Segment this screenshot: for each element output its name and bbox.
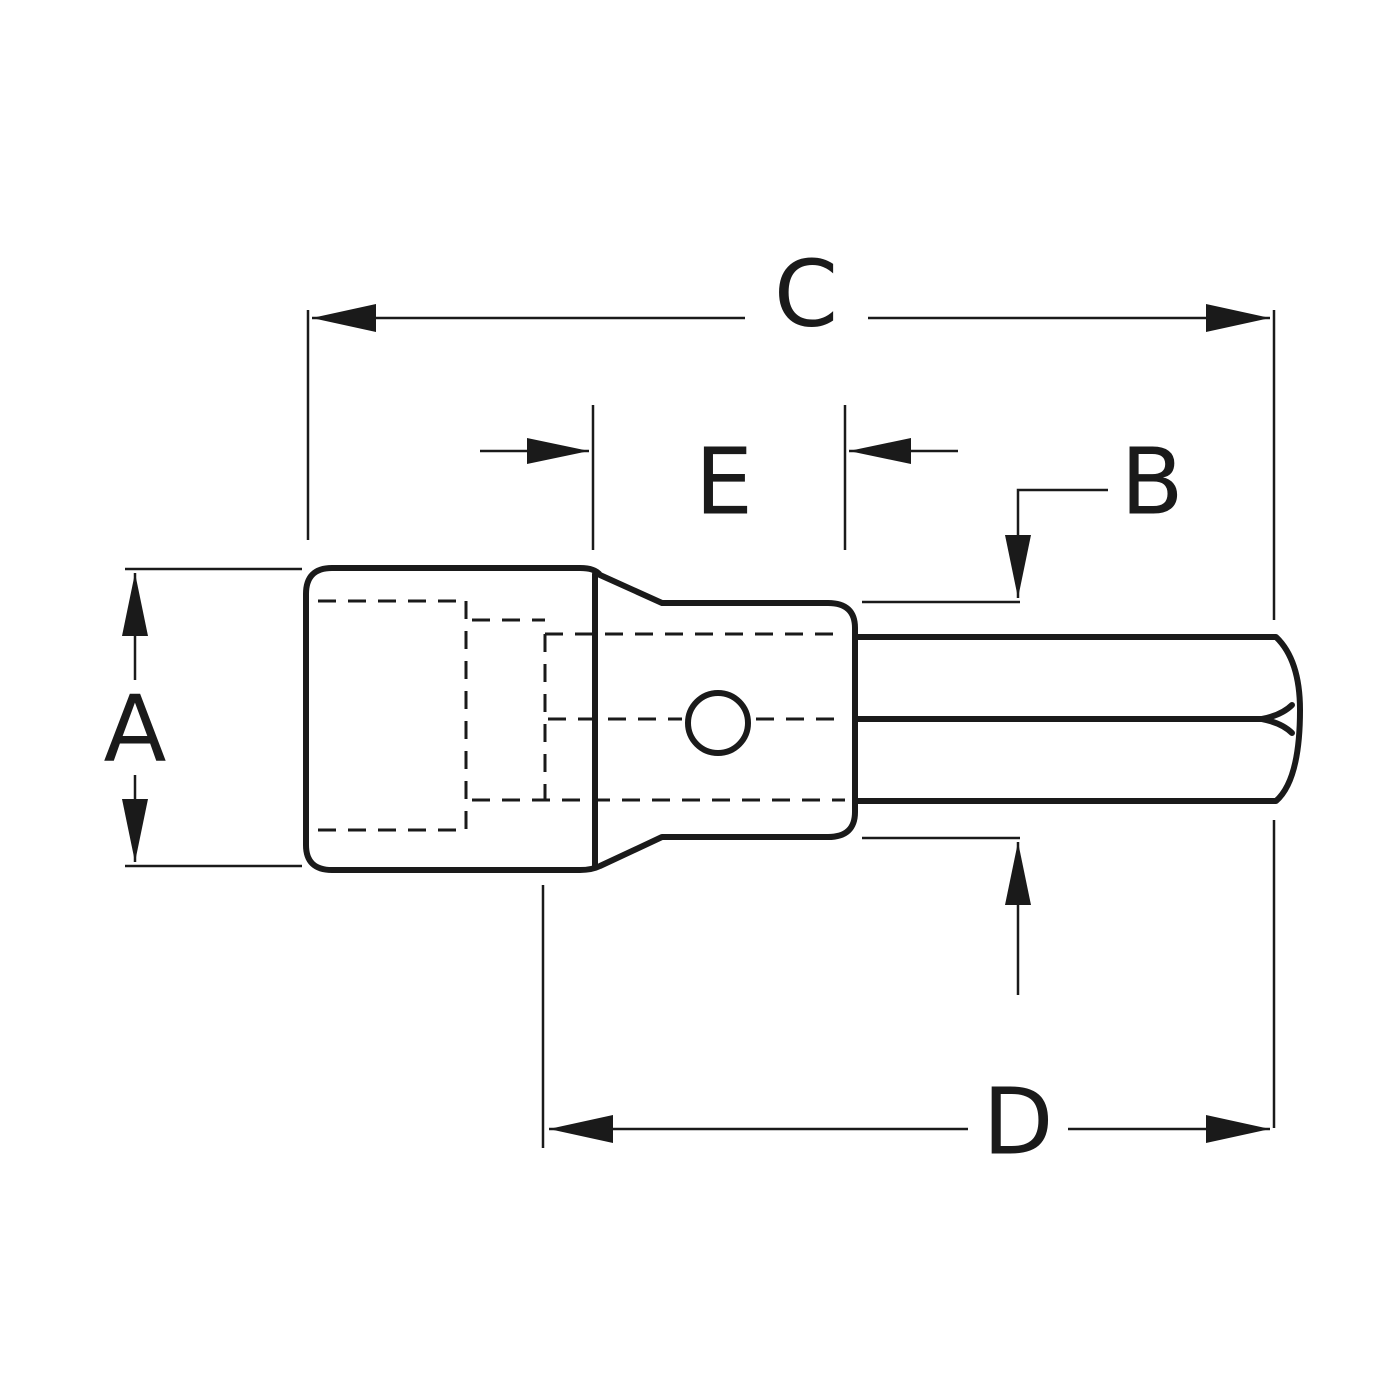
retaining-pin-hole bbox=[685, 690, 751, 756]
dim-a-arrow-bottom bbox=[122, 799, 148, 862]
dim-a-arrow-top bbox=[122, 573, 148, 636]
hidden-lines bbox=[318, 599, 845, 832]
dim-b-arrow-bottom bbox=[1005, 842, 1031, 905]
hex-bit-center-facet bbox=[855, 702, 1295, 736]
dim-b-leader-top bbox=[1016, 488, 1108, 598]
hex-bit-shaft bbox=[855, 634, 1303, 804]
dim-b-label: B bbox=[1120, 428, 1183, 535]
dim-d-arrow-left bbox=[549, 1115, 613, 1143]
dim-c-arrow-right bbox=[1206, 304, 1270, 332]
dimension-c: C bbox=[306, 240, 1276, 620]
dim-c-label: C bbox=[774, 240, 838, 347]
dimension-e: E bbox=[480, 405, 958, 550]
dim-e-arrow-left bbox=[527, 438, 589, 464]
dim-e-label: E bbox=[695, 428, 753, 535]
hex-bit-outline bbox=[855, 634, 1303, 804]
dim-a-label: A bbox=[104, 675, 167, 782]
dimension-b: B bbox=[862, 428, 1184, 995]
dim-d-label: D bbox=[983, 1068, 1054, 1175]
dim-d-arrow-right bbox=[1206, 1115, 1270, 1143]
socket-body bbox=[303, 565, 858, 873]
dimension-d: D bbox=[541, 820, 1276, 1175]
dim-c-arrow-left bbox=[312, 304, 376, 332]
dimension-a: A bbox=[104, 567, 302, 868]
dim-b-arrow-top bbox=[1005, 535, 1031, 598]
dim-e-arrow-right bbox=[849, 438, 911, 464]
